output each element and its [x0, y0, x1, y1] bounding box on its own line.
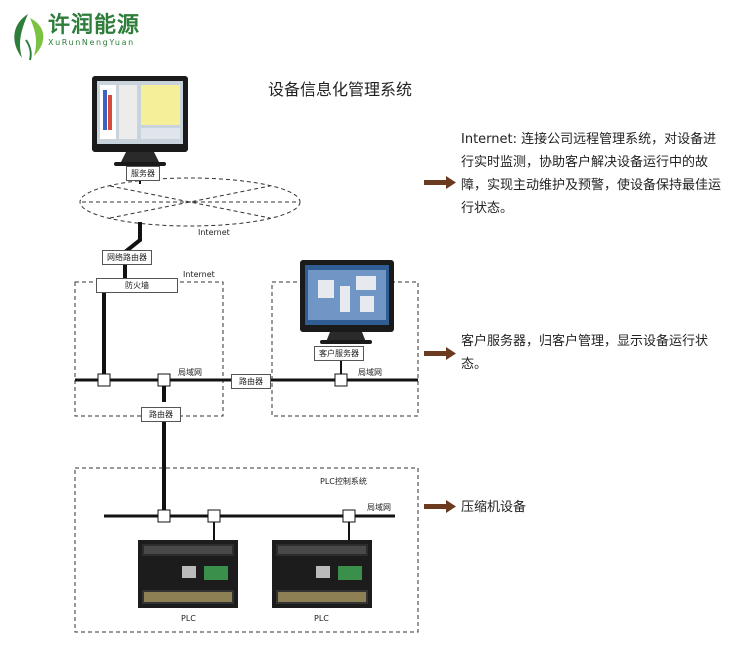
plc-right-label: PLC: [314, 614, 329, 623]
compressor-description: 压缩机设备: [461, 500, 527, 515]
brand-logo: 许润能源 XuRunNengYuan: [48, 14, 140, 48]
internet-zone-box: [74, 281, 224, 417]
network-router-label: 网络路由器: [102, 250, 152, 265]
internet-cloud-ellipse: [79, 177, 301, 227]
diagram-title: 设备信息化管理系统: [268, 80, 413, 99]
client-server-label: 客户服务器: [314, 346, 364, 361]
plc-system-label: PLC控制系统: [320, 477, 367, 486]
arrow-right-icon: [424, 500, 456, 513]
lan-right-label: 局域网: [358, 368, 382, 377]
firewall-label: 防火墙: [96, 278, 178, 293]
client-monitor-icon: [300, 260, 394, 344]
plc-device-icon: [138, 540, 238, 608]
internet-zone-label: Internet: [183, 270, 215, 279]
plc-device-icon: [272, 540, 372, 608]
brand-name-en: XuRunNengYuan: [48, 38, 135, 47]
plc-left-label: PLC: [181, 614, 196, 623]
internet-cloud-label: Internet: [198, 228, 230, 237]
client-server-description: 客户服务器，归客户管理，显示设备运行状态。: [461, 334, 709, 372]
arrow-right-icon: [424, 347, 456, 360]
router-bottom-label: 路由器: [141, 407, 181, 422]
arrow-right-icon: [424, 176, 456, 189]
brand-name-cn: 许润能源: [48, 13, 141, 38]
lan-plc-label: 局域网: [367, 503, 391, 512]
plc-system-box: [74, 467, 419, 633]
router-middle-label: 路由器: [231, 374, 271, 389]
server-monitor-icon: [92, 76, 188, 166]
server-label: 服务器: [126, 166, 160, 181]
internet-description: Internet: 连接公司远程管理系统，对设备进行实时监测，协助客户解决设备运…: [461, 132, 722, 216]
logo-leaf-icon: [14, 14, 44, 61]
lan-left-label: 局域网: [178, 368, 202, 377]
